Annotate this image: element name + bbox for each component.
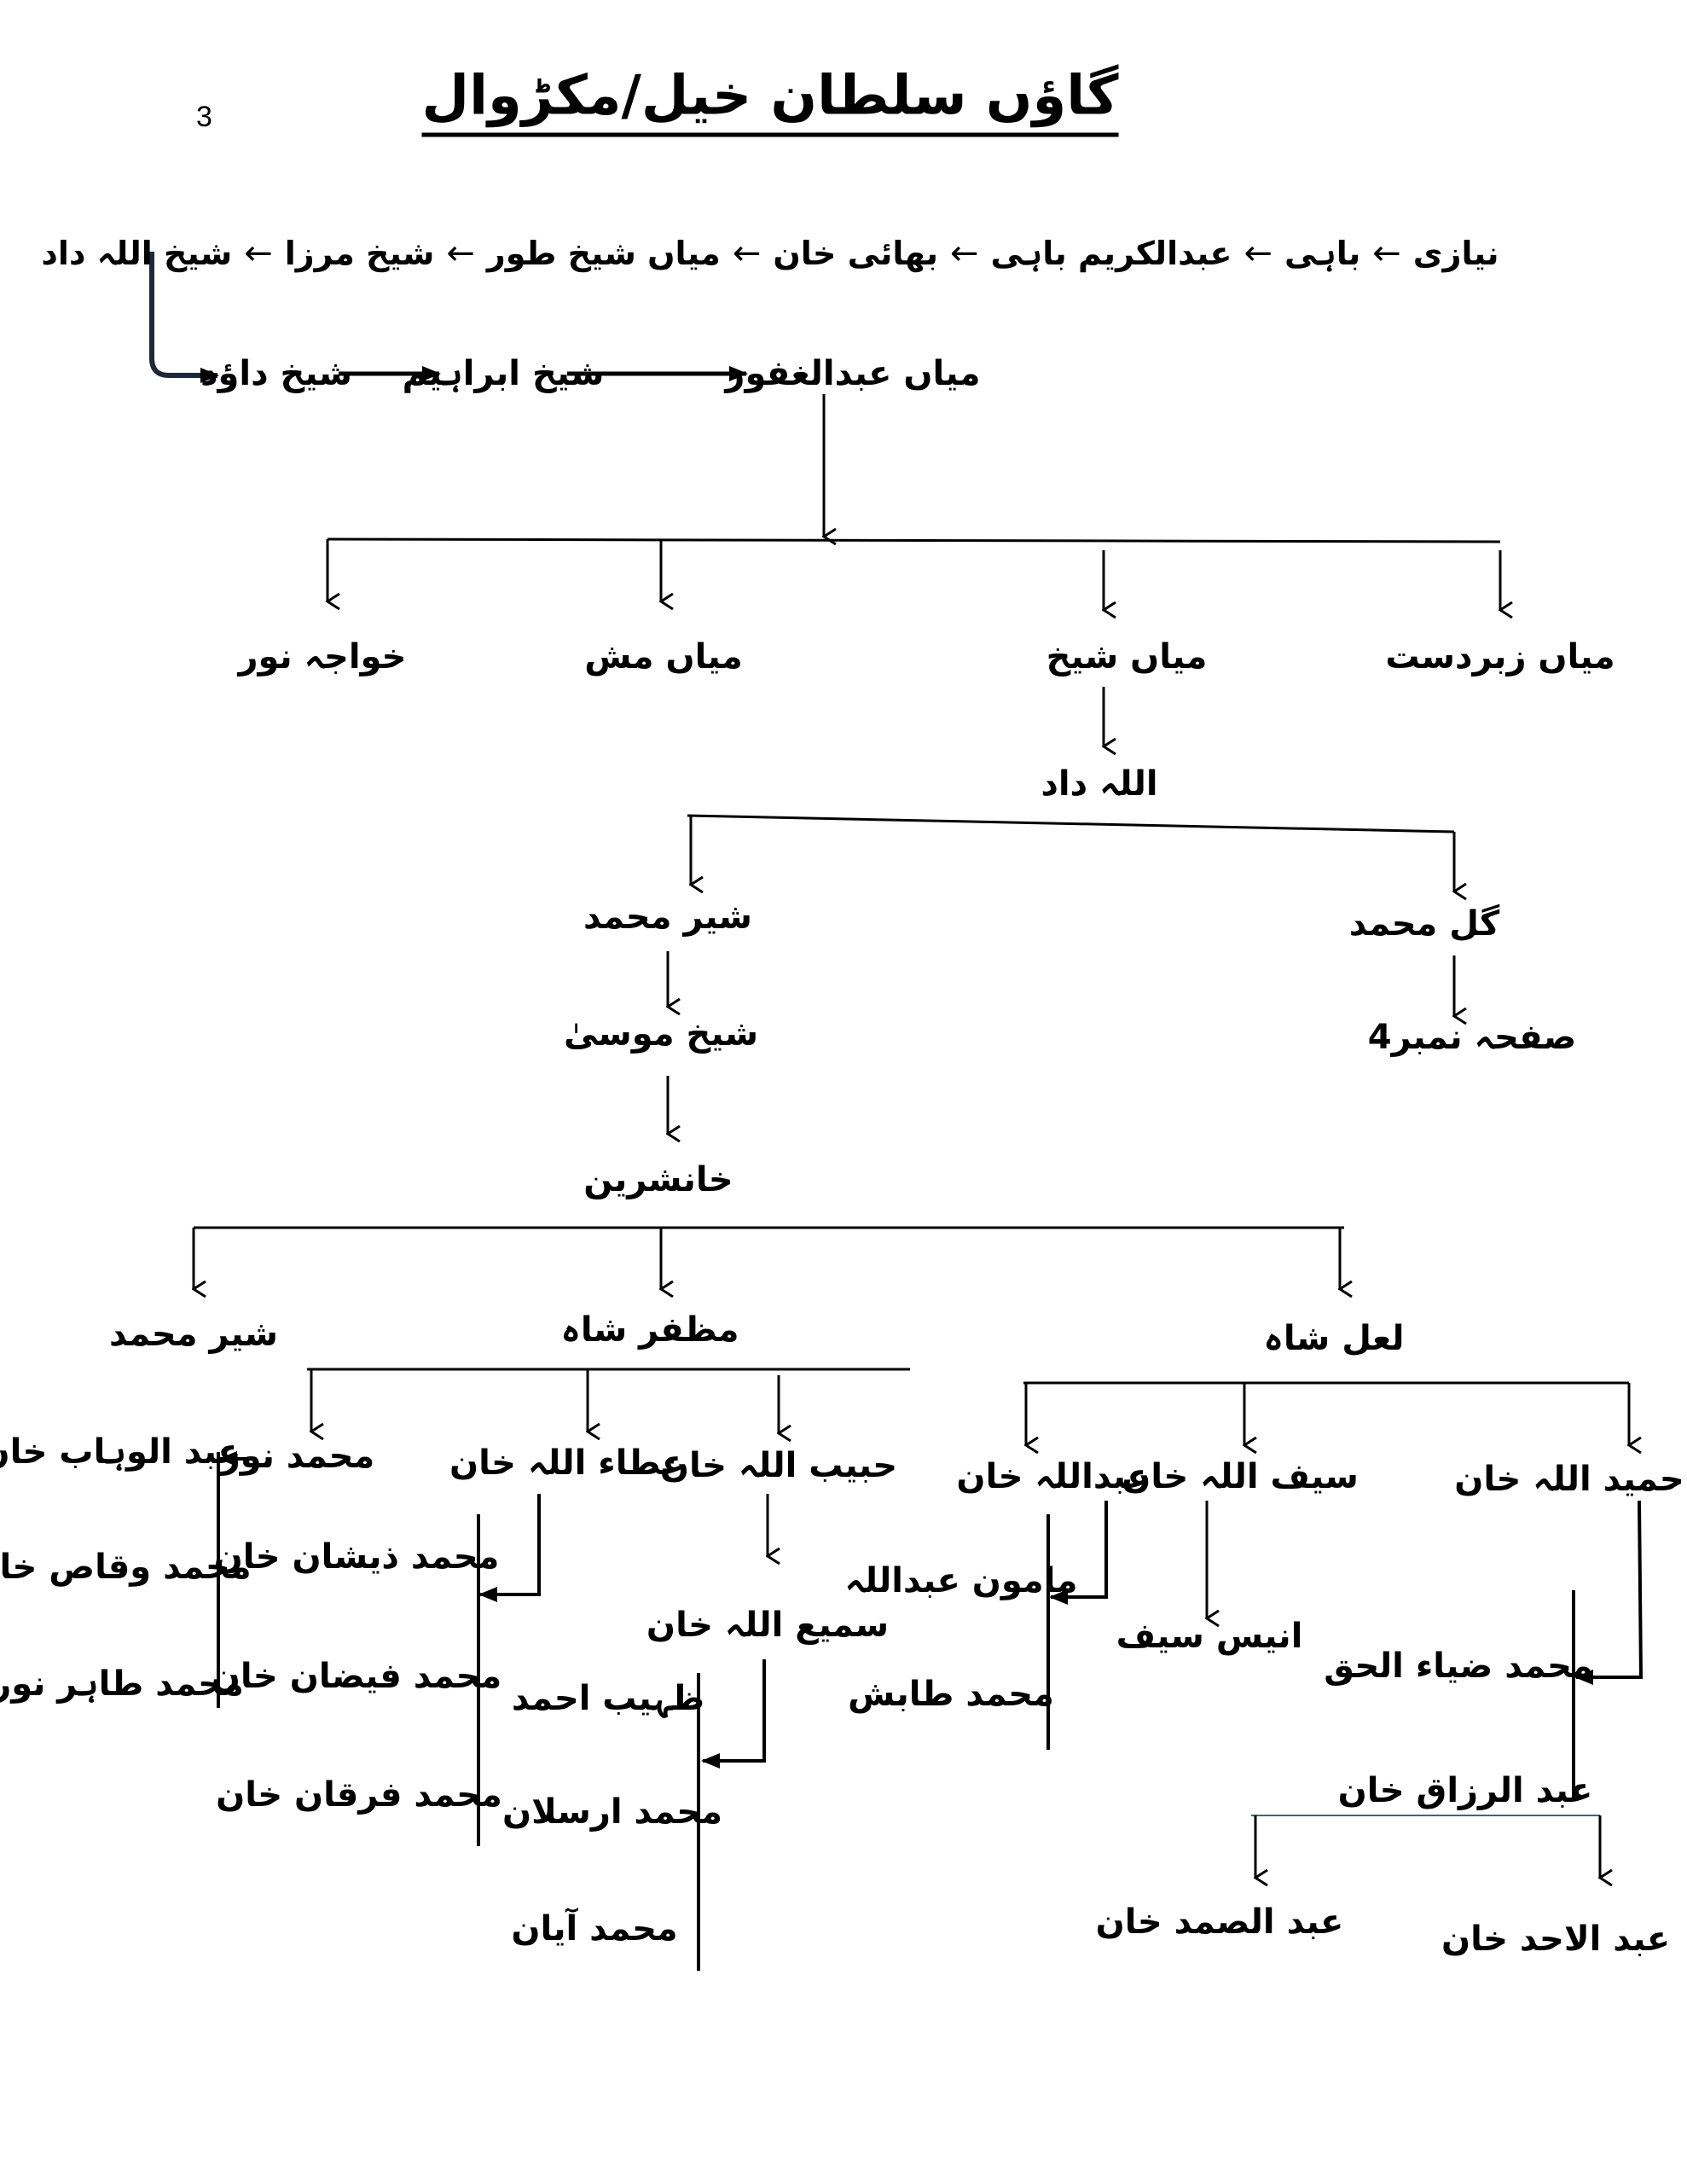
person-muhammad-ziaul-haq: محمد ضیاء الحق bbox=[1324, 1647, 1593, 1686]
ancestor: نیازی bbox=[1412, 235, 1499, 272]
person-habibullah-khan: حبیب اللہ خان bbox=[659, 1446, 898, 1485]
person-zuhaib-ahmed: ظہیب احمد bbox=[511, 1679, 705, 1718]
person-ataullah-khan: عطاء اللہ خان bbox=[449, 1443, 686, 1483]
elbow-arrow bbox=[1049, 1501, 1108, 1605]
elbow-arrow bbox=[1574, 1500, 1644, 1685]
person-muhammad-noor: محمد نور bbox=[220, 1437, 375, 1476]
arrow-left-icon: ← bbox=[446, 234, 475, 273]
elbow-arrow bbox=[478, 1494, 541, 1602]
page-number: 3 bbox=[196, 101, 212, 133]
person-samiullah-khan: سمیع اللہ خان bbox=[646, 1606, 890, 1645]
person-muhammad-furqan-khan: محمد فرقان خان bbox=[216, 1775, 502, 1815]
elbow-arrow bbox=[701, 1659, 766, 1769]
person-sheikh-daud: شیخ داؤد bbox=[200, 354, 353, 393]
person-laal-shah: لعل شاہ bbox=[1263, 1319, 1405, 1358]
person-mian-zabardast: میاں زبردست bbox=[1385, 637, 1615, 677]
person-mamoon-abdullah: مامون عبداللہ bbox=[844, 1561, 1078, 1600]
ancestor: شیخ اللہ داد bbox=[41, 235, 233, 272]
person-muhammad-tahir-noor: محمد طاہر نور bbox=[0, 1664, 244, 1704]
person-gul-muhammad: گل محمد bbox=[1348, 904, 1500, 944]
person-sheikh-ibrahim: شیخ ابراہیم bbox=[402, 354, 605, 393]
page-title: گاؤں سلطان خیل/مکڑوال bbox=[421, 65, 1119, 137]
person-muhammad-tabish: محمد طابش bbox=[848, 1675, 1054, 1714]
person-abdul-ahad-khan: عبد الاحد خان bbox=[1441, 1920, 1671, 1959]
person-abdul-samad-khan: عبد الصمد خان bbox=[1095, 1902, 1344, 1942]
person-khansharin: خانشرین bbox=[583, 1160, 733, 1199]
person-hameedullah-khan: حمید اللہ خان bbox=[1454, 1460, 1684, 1499]
person-muzaffar-shah: مظفر شاہ bbox=[560, 1310, 739, 1350]
wrap-arrow bbox=[149, 252, 219, 383]
person-mian-sheikh: میاں شیخ bbox=[1046, 637, 1208, 677]
person-sheikh-musa: شیخ موسیٰ bbox=[563, 1014, 759, 1054]
ancestor: میاں شیخ طور bbox=[486, 235, 721, 272]
person-abdullah-khan: عبداللہ خان bbox=[956, 1457, 1151, 1496]
person-allah-dad: اللہ داد bbox=[1041, 764, 1158, 804]
person-abdul-wahab-khan: عبد الوہاب خان bbox=[0, 1432, 241, 1472]
ancestor: عبدالکریم باہی bbox=[990, 235, 1232, 272]
person-sher-muhammad-2: شیر محمد bbox=[109, 1315, 278, 1354]
ancestor: شیخ مرزا bbox=[284, 235, 435, 272]
person-khwaja-noor: خواجہ نور bbox=[238, 637, 407, 677]
person-sher-muhammad: شیر محمد bbox=[583, 897, 752, 937]
person-muhammad-faizan-khan: محمد فیضان خان bbox=[211, 1657, 502, 1696]
person-mian-abdul-ghafoor: میاں عبدالغفور bbox=[725, 354, 981, 393]
arrow-left-icon: ← bbox=[1372, 234, 1401, 273]
person-muhammad-ayan: محمد آیان bbox=[511, 1909, 678, 1949]
person-muhammad-zeeshan-khan: محمد ذیشان خان bbox=[213, 1537, 500, 1577]
arrow-left-icon: ← bbox=[1244, 234, 1273, 273]
arrow-left-icon: ← bbox=[732, 234, 762, 273]
person-mian-mash: میاں مش bbox=[584, 637, 743, 677]
person-muhammad-arsalan: محمد ارسلان bbox=[501, 1792, 723, 1832]
person-abdul-razzaq-khan: عبد الرزاق خان bbox=[1337, 1771, 1593, 1810]
arrow-left-icon: ← bbox=[244, 234, 273, 273]
lineage-row-1: نیازی ← باہی ← عبدالکریم باہی ← بھائی خا… bbox=[41, 234, 1499, 273]
sibling-bar bbox=[327, 537, 1501, 543]
ancestor: باہی bbox=[1284, 235, 1361, 272]
sibling-bar bbox=[687, 814, 1455, 834]
page-reference: صفحہ نمبر4 bbox=[1367, 1018, 1577, 1057]
person-anees-saif: انیس سیف bbox=[1116, 1617, 1303, 1656]
person-saifullah-khan: سیف اللہ خان bbox=[1122, 1457, 1359, 1496]
arrow-left-icon: ← bbox=[950, 234, 979, 273]
person-muhammad-waqas-khan: محمد وقاص خان bbox=[0, 1548, 252, 1587]
ancestor: بھائی خان bbox=[773, 235, 939, 272]
